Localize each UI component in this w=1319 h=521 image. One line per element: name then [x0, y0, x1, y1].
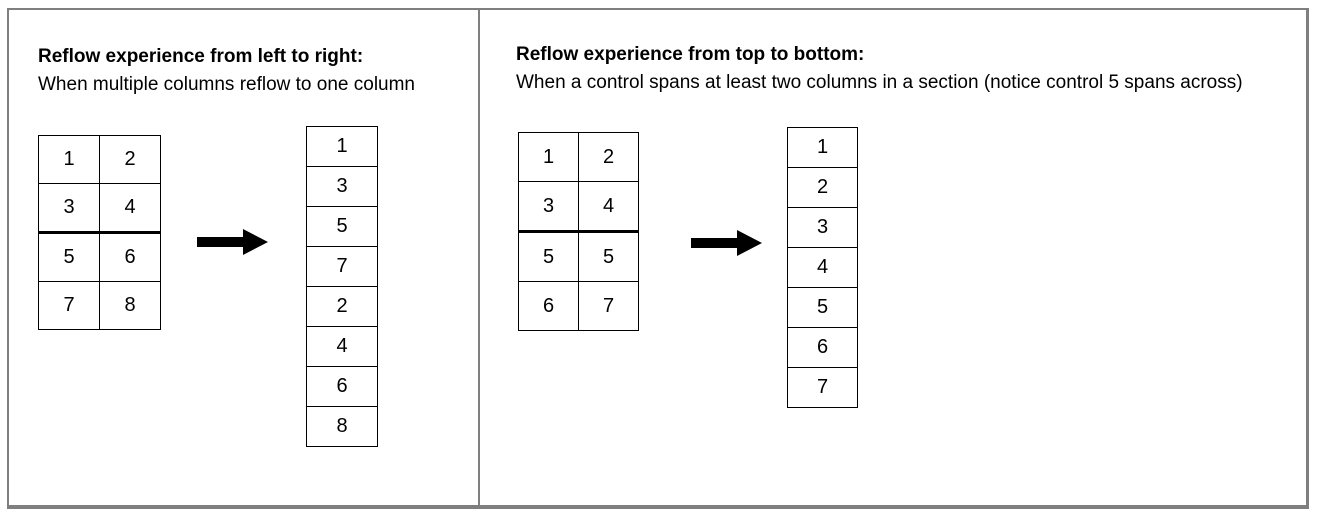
- outer-frame: [7, 8, 1309, 509]
- column-cell: 5: [306, 206, 378, 247]
- column-cell: 6: [787, 327, 858, 368]
- grid-row-section-end: 3 4: [518, 181, 639, 233]
- column-cell: 3: [787, 207, 858, 248]
- grid-cell: 8: [99, 281, 161, 330]
- column-row: 7: [787, 367, 858, 408]
- grid-row: 5 5: [518, 231, 639, 282]
- column-row: 3: [787, 207, 858, 248]
- grid-cell: 5: [578, 231, 639, 282]
- right-arrow-icon: [197, 229, 268, 255]
- column-row: 4: [306, 326, 378, 367]
- arrow-shaft: [691, 238, 737, 248]
- column-cell: 1: [306, 126, 378, 167]
- column-cell: 5: [787, 287, 858, 328]
- source-grid: 1 2 3 4 5 6 7 8: [38, 135, 161, 330]
- arrow-head: [243, 229, 268, 255]
- grid-cell: 5: [38, 232, 100, 282]
- panel-subtitle: When a control spans at least two column…: [516, 72, 1243, 93]
- grid-cell: 3: [518, 181, 579, 233]
- column-cell: 1: [787, 127, 858, 168]
- column-cell: 4: [306, 326, 378, 367]
- grid-cell: 2: [578, 132, 639, 182]
- grid-cell: 6: [518, 281, 579, 331]
- column-row: 2: [787, 167, 858, 208]
- grid-cell: 3: [38, 183, 100, 234]
- grid-cell: 7: [38, 281, 100, 330]
- grid-row: 5 6: [38, 232, 161, 282]
- reflowed-column: 1 2 3 4 5 6 7: [787, 127, 858, 408]
- grid-cell: 6: [99, 232, 161, 282]
- reflowed-column: 1 3 5 7 2 4 6 8: [306, 126, 378, 447]
- panel-title: Reflow experience from top to bottom:: [516, 44, 865, 65]
- grid-cell: 1: [518, 132, 579, 182]
- grid-cell: 4: [578, 181, 639, 233]
- panel-divider: [478, 8, 480, 507]
- column-cell: 7: [306, 246, 378, 287]
- column-row: 2: [306, 286, 378, 327]
- column-cell: 2: [787, 167, 858, 208]
- source-grid: 1 2 3 4 5 5 6 7: [518, 132, 639, 331]
- grid-cell: 2: [99, 135, 161, 184]
- column-cell: 4: [787, 247, 858, 288]
- column-row: 5: [787, 287, 858, 328]
- column-row: 1: [787, 127, 858, 168]
- column-row: 3: [306, 166, 378, 207]
- panel-subtitle: When multiple columns reflow to one colu…: [38, 74, 416, 95]
- right-arrow-icon: [691, 230, 762, 256]
- arrow-head: [737, 230, 762, 256]
- grid-row: 6 7: [518, 281, 639, 331]
- column-cell: 6: [306, 366, 378, 407]
- grid-cell: 1: [38, 135, 100, 184]
- column-row: 6: [306, 366, 378, 407]
- column-row: 7: [306, 246, 378, 287]
- grid-cell: 4: [99, 183, 161, 234]
- grid-row: 1 2: [518, 132, 639, 182]
- column-cell: 7: [787, 367, 858, 408]
- arrow-shaft: [197, 237, 243, 247]
- column-row: 5: [306, 206, 378, 247]
- column-row: 6: [787, 327, 858, 368]
- grid-cell: 7: [578, 281, 639, 331]
- grid-cell: 5: [518, 231, 579, 282]
- grid-row-section-end: 3 4: [38, 183, 161, 234]
- column-cell: 8: [306, 406, 378, 447]
- column-cell: 3: [306, 166, 378, 207]
- grid-row: 7 8: [38, 281, 161, 330]
- column-row: 4: [787, 247, 858, 288]
- panel-title: Reflow experience from left to right:: [38, 46, 364, 67]
- column-cell: 2: [306, 286, 378, 327]
- grid-row: 1 2: [38, 135, 161, 184]
- column-row: 1: [306, 126, 378, 167]
- column-row: 8: [306, 406, 378, 447]
